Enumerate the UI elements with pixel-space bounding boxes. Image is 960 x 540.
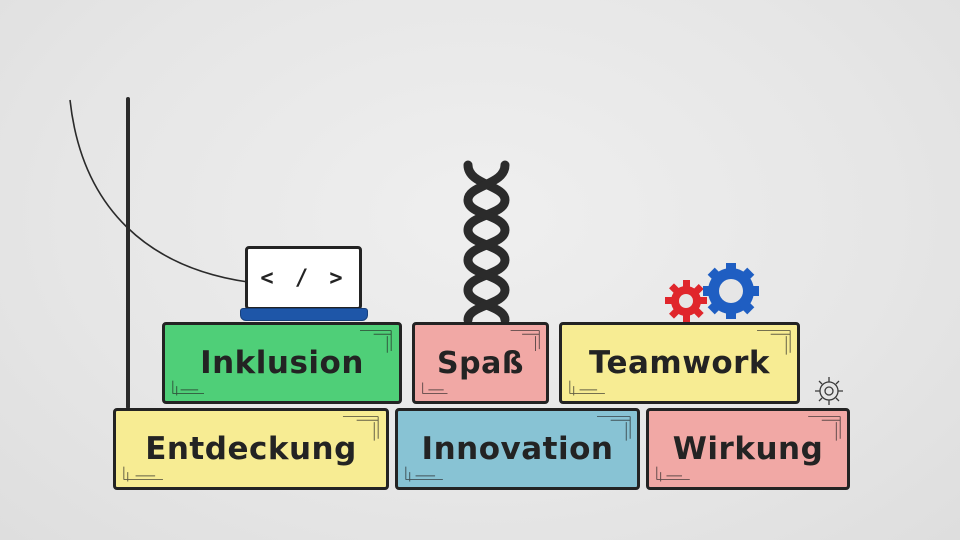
block-spass: Spaß [412, 322, 549, 404]
block-label: Teamwork [588, 345, 771, 381]
block-label: Wirkung [672, 431, 824, 467]
laptop-base [240, 308, 368, 321]
block-label: Innovation [421, 431, 614, 467]
block-label: Spaß [437, 345, 524, 381]
gear-outline-icon [815, 377, 843, 405]
gear-blue-icon [703, 263, 759, 319]
block-teamwork: Teamwork [559, 322, 800, 404]
laptop-code-icon: < / > [245, 246, 362, 310]
block-label: Entdeckung [145, 431, 357, 467]
block-innovation: Innovation [395, 408, 640, 490]
code-symbol: < / > [260, 265, 347, 291]
block-entdeckung: Entdeckung [113, 408, 389, 490]
block-inklusion: Inklusion [162, 322, 402, 404]
block-wirkung: Wirkung [646, 408, 850, 490]
crane-pole [126, 97, 130, 409]
block-label: Inklusion [200, 345, 364, 381]
gear-red-icon [665, 280, 707, 322]
